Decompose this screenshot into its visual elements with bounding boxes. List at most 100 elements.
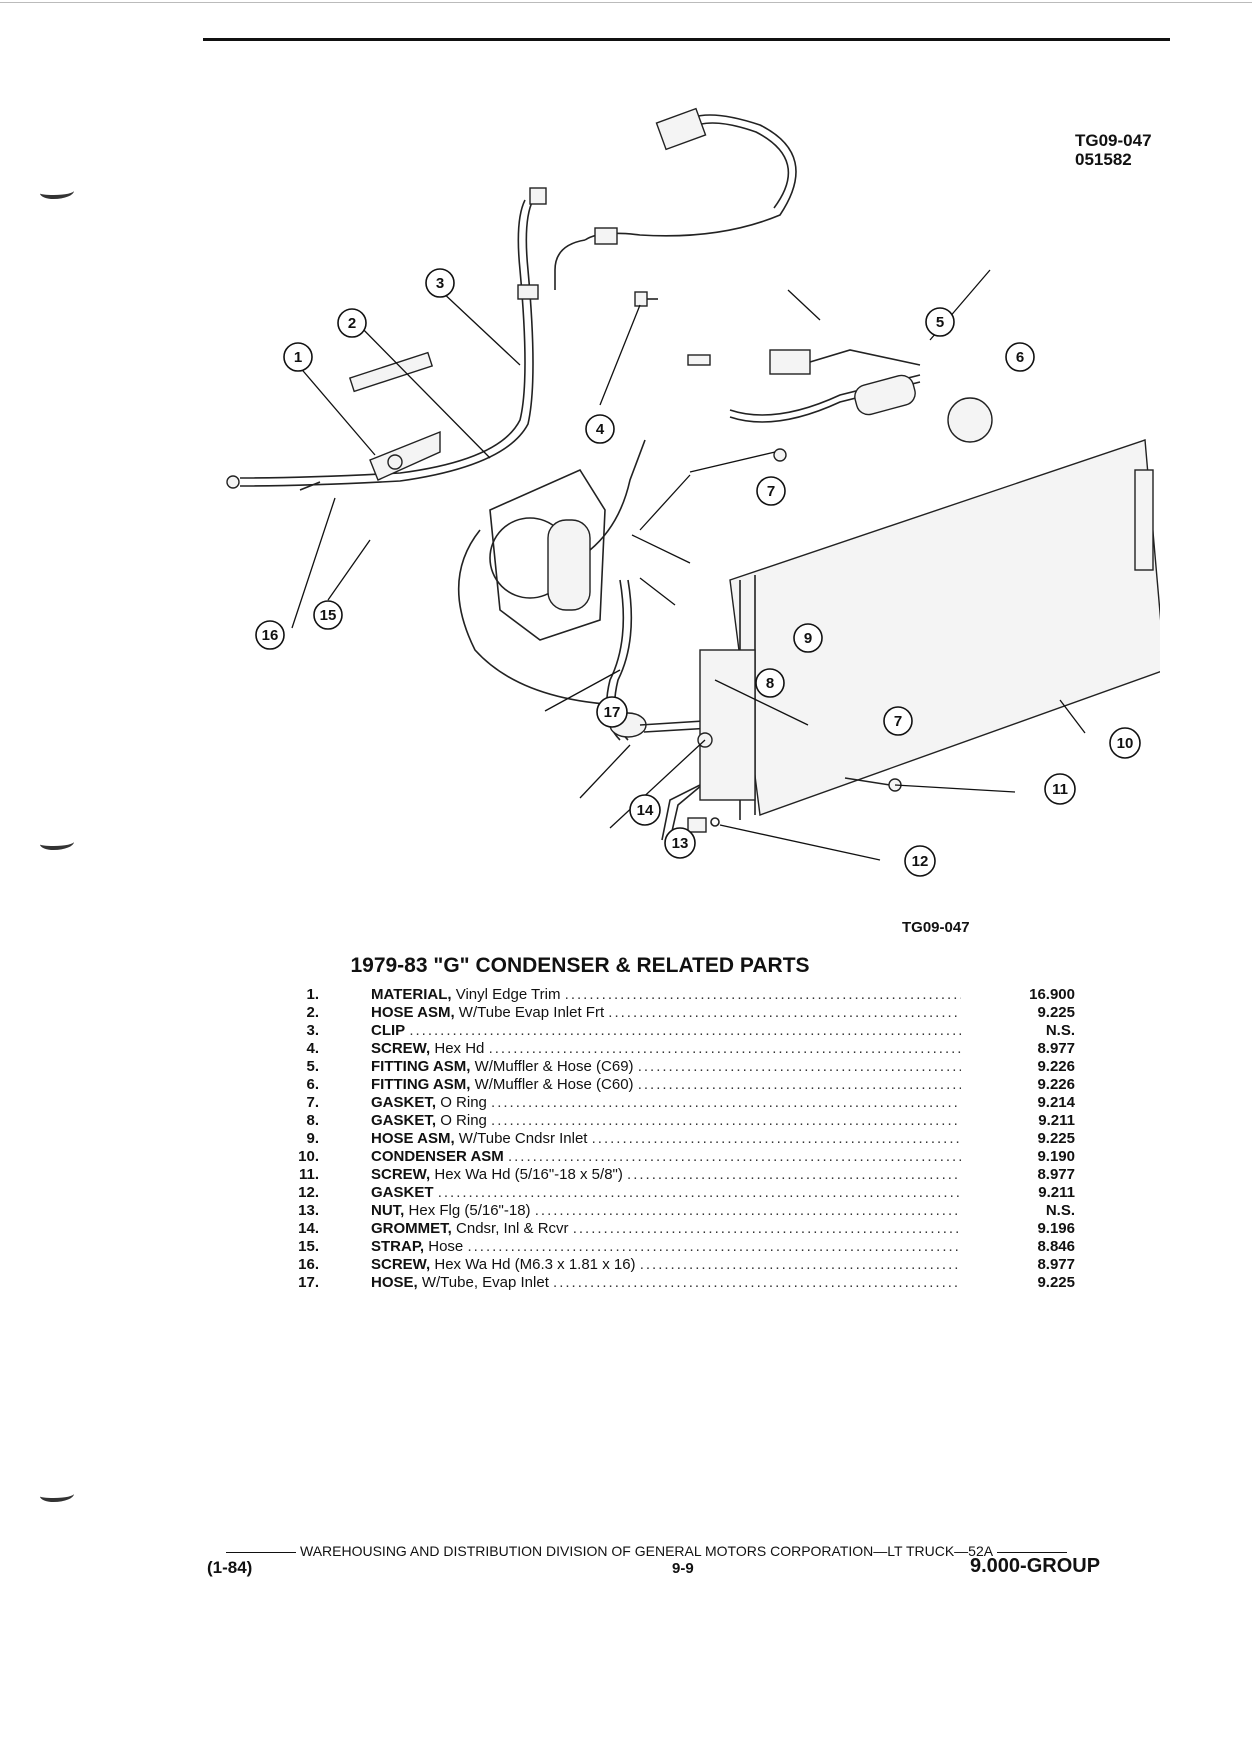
part-group-number: N.S. xyxy=(1045,1022,1075,1039)
section-title: 1979-83 "G" CONDENSER & RELATED PARTS xyxy=(350,954,810,977)
part-description: SCREW, Hex Wa Hd (M6.3 x 1.81 x 16) ....… xyxy=(371,1256,961,1274)
hose-6-art xyxy=(729,374,921,416)
part-name: HOSE, xyxy=(371,1274,418,1291)
part-description: FITTING ASM, W/Muffler & Hose (C69) ....… xyxy=(371,1058,961,1076)
footer-division-line: WAREHOUSING AND DISTRIBUTION DIVISION OF… xyxy=(222,1543,1172,1559)
part-name: GASKET, xyxy=(371,1094,437,1111)
part-detail: Vinyl Edge Trim xyxy=(455,986,561,1003)
part-description: MATERIAL, Vinyl Edge Trim ..............… xyxy=(371,986,961,1004)
part-name: STRAP, xyxy=(371,1238,425,1255)
svg-text:10: 10 xyxy=(1117,735,1134,752)
part-name: HOSE ASM, xyxy=(371,1004,455,1021)
part-number: 15. xyxy=(298,1238,319,1255)
part-number: 10. xyxy=(298,1148,319,1165)
part-group-number: 9.190 xyxy=(1037,1148,1075,1165)
clip-3-art xyxy=(517,284,539,300)
leader-dots: ........................................… xyxy=(564,986,961,1003)
callout-15: 15 xyxy=(313,600,343,630)
part-detail: Cndsr, Inl & Rcvr xyxy=(456,1220,569,1237)
footer-date: (1-84) xyxy=(207,1558,253,1577)
part-name: CLIP xyxy=(371,1022,406,1039)
part-number: 2. xyxy=(306,1004,319,1021)
part-group-number: 9.225 xyxy=(1037,1130,1075,1147)
hose-2-art xyxy=(239,199,526,479)
footer-division: WAREHOUSING AND DISTRIBUTION DIVISION OF… xyxy=(300,1543,994,1559)
part-name: NUT, xyxy=(371,1202,405,1219)
parts-list-row: 13.NUT, Hex Flg (5/16"-18) .............… xyxy=(285,1202,1085,1220)
svg-text:1: 1 xyxy=(294,349,302,366)
parts-list-row: 2.HOSE ASM, W/Tube Evap Inlet Frt ......… xyxy=(285,1004,1085,1022)
svg-text:7: 7 xyxy=(894,713,902,730)
part-description: GROMMET, Cndsr, Inl & Rcvr .............… xyxy=(371,1220,961,1238)
parts-list-row: 15. STRAP, Hose .........................… xyxy=(285,1238,1085,1256)
figure-ref-bottom: TG09-047 xyxy=(902,919,970,936)
callout-1: 1 xyxy=(283,342,313,372)
svg-text:7: 7 xyxy=(767,483,775,500)
svg-text:15: 15 xyxy=(320,607,337,624)
part-name: GROMMET, xyxy=(371,1220,452,1237)
part-detail: Hex Wa Hd (M6.3 x 1.81 x 16) xyxy=(434,1256,636,1273)
svg-text:11: 11 xyxy=(1052,781,1068,798)
part-group-number: 9.225 xyxy=(1037,1274,1075,1291)
leader-dots: ........................................… xyxy=(572,1220,961,1237)
part-group-number: 9.211 xyxy=(1038,1184,1075,1201)
parts-list-row: 1.MATERIAL, Vinyl Edge Trim ............… xyxy=(285,986,1085,1004)
callout-12: 12 xyxy=(904,845,936,877)
part-name: SCREW, xyxy=(371,1166,431,1183)
exploded-parts-diagram: 1 2 3 4 5 6 7 8 9 10 11 12 13 14 15 16 1… xyxy=(226,107,1160,877)
footer-rule-right xyxy=(997,1551,1068,1553)
parts-list-row: 14. GROMMET, Cndsr, Inl & Rcvr ..........… xyxy=(285,1220,1085,1238)
part-number: 7. xyxy=(306,1094,319,1111)
part-detail: Hose xyxy=(428,1238,464,1255)
callout-8: 8 xyxy=(755,668,785,698)
part-number: 3. xyxy=(306,1022,319,1039)
part-group-number: 9.225 xyxy=(1037,1004,1075,1021)
part-name: SCREW, xyxy=(371,1040,431,1057)
hose-5-art xyxy=(584,114,797,241)
part-detail: Hex Flg (5/16"-18) xyxy=(408,1202,531,1219)
part-group-number: 16.900 xyxy=(1029,986,1075,1003)
condenser-bracket-art xyxy=(699,649,756,801)
svg-text:5: 5 xyxy=(936,314,944,331)
leader-dots: ........................................… xyxy=(488,1040,961,1057)
part-description: HOSE, W/Tube, Evap Inlet ...............… xyxy=(371,1274,961,1292)
part-name: FITTING ASM, xyxy=(371,1076,471,1093)
part-group-number: 9.211 xyxy=(1038,1112,1075,1129)
parts-list-row: 8.GASKET, O Ring .......................… xyxy=(285,1112,1085,1130)
part-group-number: 9.214 xyxy=(1037,1094,1075,1111)
part-detail: W/Tube Cndsr Inlet xyxy=(458,1130,588,1147)
callout-14: 14 xyxy=(629,794,661,826)
callout-7a: 7 xyxy=(756,476,786,506)
part-detail: O Ring xyxy=(440,1094,487,1111)
parts-list-row: 12.GASKET ..............................… xyxy=(285,1184,1085,1202)
part-group-number: 9.196 xyxy=(1037,1220,1075,1237)
binder-punch-mark xyxy=(40,1488,74,1502)
svg-text:17: 17 xyxy=(604,704,621,721)
part-description: STRAP, Hose ............................… xyxy=(371,1238,961,1256)
figure-ref-code: 051582 xyxy=(1075,150,1132,169)
callout-10: 10 xyxy=(1109,727,1141,759)
svg-text:9: 9 xyxy=(804,630,812,647)
parts-list-row: 11.SCREW, Hex Wa Hd (5/16"-18 x 5/8") ..… xyxy=(285,1166,1085,1184)
parts-list-row: 5.FITTING ASM, W/Muffler & Hose (C69) ..… xyxy=(285,1058,1085,1076)
part-number: 14. xyxy=(298,1220,319,1237)
part-number: 9. xyxy=(306,1130,319,1147)
evaporator-housing-art xyxy=(457,529,621,706)
gasket-12-art xyxy=(710,817,720,827)
part-number: 16. xyxy=(298,1256,319,1273)
svg-text:13: 13 xyxy=(672,835,689,852)
figure-ref-top: TG09-047 xyxy=(1075,131,1152,150)
compressor-art xyxy=(947,397,993,443)
leader-dots: ........................................… xyxy=(437,1184,961,1201)
part-description: NUT, Hex Flg (5/16"-18) ................… xyxy=(371,1202,961,1220)
part-detail: W/Muffler & Hose (C60) xyxy=(474,1076,634,1093)
strap-15-art xyxy=(369,430,441,481)
parts-list-row: 7.GASKET, O Ring .......................… xyxy=(285,1094,1085,1112)
condenser-10-art xyxy=(729,439,1160,816)
part-description: CONDENSER ASM ..........................… xyxy=(371,1148,961,1166)
leader-dots: ........................................… xyxy=(591,1130,961,1147)
parts-list-row: 3.CLIP .................................… xyxy=(285,1022,1085,1040)
leader-dots: ........................................… xyxy=(627,1166,961,1183)
part-group-number: 9.226 xyxy=(1037,1076,1075,1093)
part-detail: Hex Wa Hd (5/16"-18 x 5/8") xyxy=(434,1166,623,1183)
